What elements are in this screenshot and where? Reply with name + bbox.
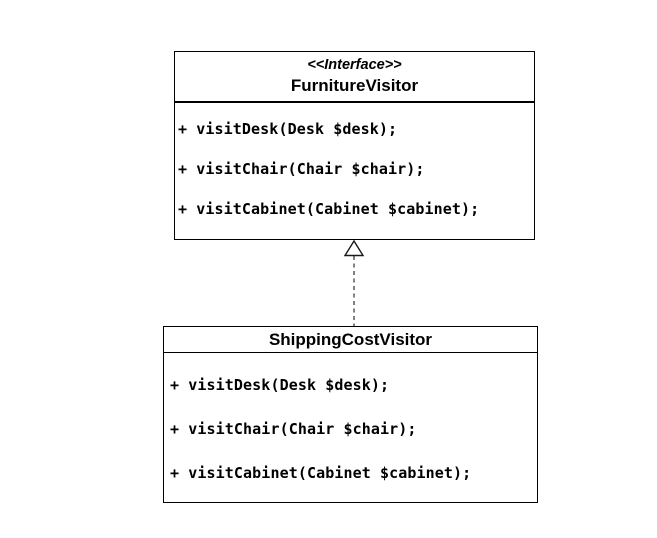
interface-method-visit-desk: + visitDesk(Desk $desk); <box>178 119 398 138</box>
interface-stereotype-label: <<Interface>> <box>307 57 402 74</box>
hollow-triangle-arrowhead-icon <box>343 239 365 257</box>
interface-method-visit-chair: + visitChair(Chair $chair); <box>178 159 425 178</box>
interface-furniture-visitor-box: <<Interface>> FurnitureVisitor + visitDe… <box>174 51 535 240</box>
class-shipping-cost-visitor-box: ShippingCostVisitor + visitDesk(Desk $de… <box>163 326 538 503</box>
interface-box-header: <<Interface>> FurnitureVisitor <box>175 52 534 103</box>
class-box-header: ShippingCostVisitor <box>164 327 537 353</box>
interface-name-label: FurnitureVisitor <box>290 76 419 96</box>
class-methods-compartment: + visitDesk(Desk $desk); + visitChair(Ch… <box>164 353 537 495</box>
class-name-label: ShippingCostVisitor <box>268 329 433 349</box>
class-method-visit-chair: + visitChair(Chair $chair); <box>170 419 417 438</box>
interface-method-visit-cabinet: + visitCabinet(Cabinet $cabinet); <box>178 199 480 218</box>
class-method-visit-desk: + visitDesk(Desk $desk); <box>170 375 390 394</box>
class-method-visit-cabinet: + visitCabinet(Cabinet $cabinet); <box>170 463 472 482</box>
interface-methods-compartment: + visitDesk(Desk $desk); + visitChair(Ch… <box>175 103 534 229</box>
